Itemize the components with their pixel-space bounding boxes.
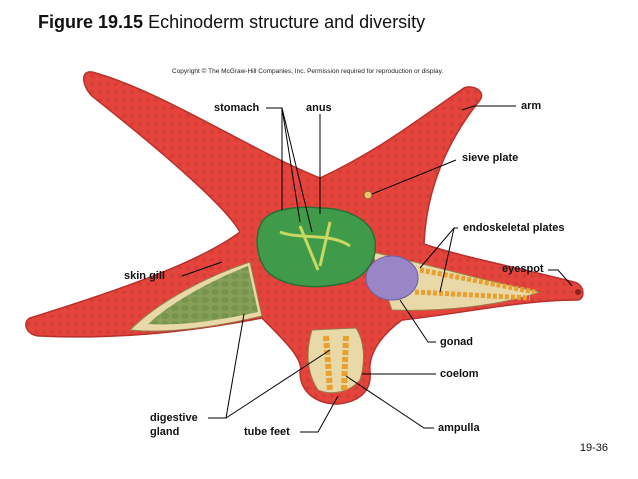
label-eyespot: eyespot	[502, 263, 544, 275]
label-arm: arm	[521, 100, 542, 112]
label-digestive-gland-line1: digestive	[150, 412, 198, 424]
label-gonad: gonad	[440, 336, 473, 348]
label-ampulla: ampulla	[438, 422, 480, 434]
label-sieve-plate: sieve plate	[462, 152, 519, 164]
stomach-shape	[256, 206, 377, 288]
figure-number: Figure 19.15	[38, 12, 144, 32]
slide-number: 19-36	[579, 442, 608, 454]
copyright-notice: Copyright © The McGraw-Hill Companies, I…	[172, 68, 444, 75]
label-anus: anus	[306, 102, 332, 114]
figure-title: Figure 19.15 Echinoderm structure and di…	[38, 12, 425, 33]
figure-title-text: Echinoderm structure and diversity	[148, 12, 426, 32]
leader-lines	[181, 105, 573, 433]
label-coelom: coelom	[440, 368, 479, 380]
sieve-plate-shape	[363, 190, 373, 200]
label-digestive-gland-line2: gland	[150, 426, 180, 438]
label-endoskeletal-plates: endoskeletal plates	[463, 222, 565, 234]
digestive-gland-cutaway	[128, 261, 263, 332]
gonad-shape	[365, 255, 419, 301]
lower-arm-cutaway	[307, 327, 364, 394]
right-arm-cutaway	[365, 251, 542, 311]
eyespot-shape	[575, 289, 581, 295]
label-stomach: stomach	[214, 102, 260, 114]
label-skin-gill: skin gill	[124, 270, 165, 282]
label-tube-feet: tube feet	[244, 426, 290, 438]
